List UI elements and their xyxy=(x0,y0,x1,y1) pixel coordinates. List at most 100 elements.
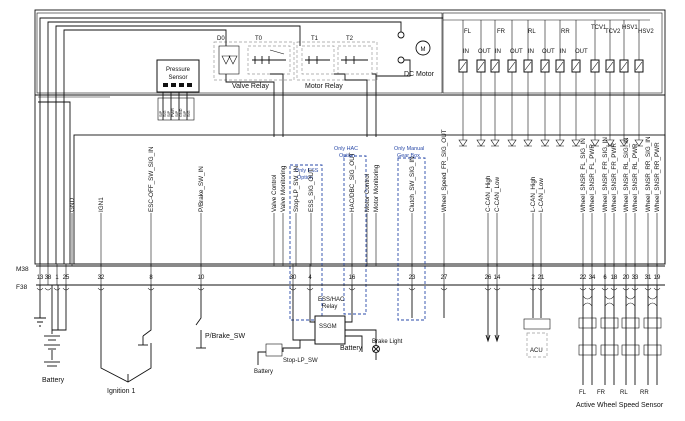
pressure-sensor-label-2: Sensor xyxy=(168,75,187,81)
signal-label-wheel_speed_fr: Wheel_Speed_FR_SIG_OUT xyxy=(441,129,448,212)
pin-number: 21 xyxy=(538,275,545,281)
driver-diode xyxy=(507,139,517,147)
pin-number: 34 xyxy=(589,275,596,281)
d0-label: D0 xyxy=(217,36,225,42)
signal-label-ccan_low: C-CAN_Low xyxy=(494,177,501,212)
wheel-sensor-connector xyxy=(643,344,662,356)
pin-number: 10 xyxy=(198,275,205,281)
option-boxes: Only ESS Option Only HAC Option Only Man… xyxy=(289,146,426,321)
wheel-sensor-connector xyxy=(621,317,640,329)
pin-number: 20 xyxy=(623,275,630,281)
ignition-label: Ignition 1 xyxy=(107,388,136,395)
ess-option-line2: Option xyxy=(297,175,313,181)
manual-option-box xyxy=(397,157,426,321)
pin-number: 33 xyxy=(632,275,639,281)
driver-diode xyxy=(634,139,644,147)
ssgm-label: SSGM xyxy=(319,324,337,330)
signal-label-hac_dbc: HAC/DBC_SIG_OUT xyxy=(349,152,356,212)
hac-option-line2: Option xyxy=(339,153,355,159)
pin-number: 30 xyxy=(290,275,297,281)
driver-diode xyxy=(458,139,468,147)
wheel-sensor-labels: FL FR RL RR Active Wheel Speed Sensor xyxy=(576,390,664,409)
valve-group-fr: FR xyxy=(497,29,506,35)
signal-label-motor_ctrl: Motor Control xyxy=(364,174,371,212)
acu-label: ACU xyxy=(530,348,543,354)
wheel-sensor-connector xyxy=(578,344,597,356)
sensor-pin-1: SIP xyxy=(159,110,163,117)
pin-crimp xyxy=(53,287,61,291)
signal-label-valve_mon: Valve Monitoring xyxy=(280,165,287,212)
valve-relay: D0 T0 Valve Relay xyxy=(213,36,295,90)
top-wiring xyxy=(39,17,443,264)
valve-coils xyxy=(443,19,650,147)
valve-block-frame xyxy=(442,12,663,94)
pin-number: 6 xyxy=(603,275,607,281)
battery-left: Battery xyxy=(34,285,67,384)
driver-diode xyxy=(571,139,581,147)
valve-io-in: IN xyxy=(463,49,469,55)
ecu-inner-block xyxy=(73,134,666,265)
pbrake-sw-label: P/Brake_SW xyxy=(205,333,245,340)
valve-io-out: OUT xyxy=(478,49,491,55)
sensor-pin-3: SIP xyxy=(175,110,179,117)
battery-left-label: Battery xyxy=(42,377,65,384)
signal-label-ign1: IGN1 xyxy=(98,197,105,212)
driver-diode xyxy=(605,139,615,147)
ess-hac-relay-line1: ESS/HAC xyxy=(318,297,345,303)
battery-mid-label: Battery xyxy=(254,369,273,375)
brake-light-label: Brake Light xyxy=(372,339,403,345)
clutch-switch-wire xyxy=(411,285,445,318)
hsv1-label: HSV1 xyxy=(622,25,638,31)
pin-number: 2 xyxy=(531,275,535,281)
signal-label-ccan_high: C-CAN_High xyxy=(485,175,492,212)
driver-diode xyxy=(619,139,629,147)
wheel-label-rl: RL xyxy=(620,390,628,396)
pin-number: 26 xyxy=(485,275,492,281)
stop-lp-sw-label: Stop-LP_SW xyxy=(283,358,318,364)
dc-motor-label: DC Motor xyxy=(404,71,435,78)
motor-relay-label: Motor Relay xyxy=(305,83,343,90)
pin-number: 8 xyxy=(149,275,153,281)
signal-label-stop_lp: Stop-LP_SW_IN xyxy=(293,165,300,212)
sensor-pin-4: SIP xyxy=(183,110,187,117)
hcu-section-frame xyxy=(36,12,443,94)
signal-label-rl_pwr: Wheel_SNSR_RL_PWR xyxy=(632,143,639,212)
signal-label-clutch: Clutch_SW_SIG_IN xyxy=(409,156,416,212)
wheel-sensor-connector xyxy=(578,317,597,329)
pin-number: 23 xyxy=(409,275,416,281)
driver-diode xyxy=(490,139,500,147)
pin-number: 18 xyxy=(611,275,618,281)
sensor-pin-3b: GND xyxy=(179,108,183,117)
pin-number: 32 xyxy=(98,275,105,281)
signal-label-fr_sig: Wheel_SNSR_FR_SIG_IN xyxy=(602,137,609,212)
signal-label-gnd: GND xyxy=(69,198,76,212)
driver-diode xyxy=(555,139,565,147)
driver-diode xyxy=(540,139,550,147)
ecu-internal xyxy=(38,96,666,265)
wheel-sensor-connector xyxy=(600,344,619,356)
ess-hac-relay-line2: Relay xyxy=(322,304,337,310)
module-outer-frame xyxy=(34,9,666,265)
wheel-label-fr: FR xyxy=(597,390,606,396)
wheel-sensor-connector xyxy=(643,317,662,329)
hsv2-label: HSV2 xyxy=(638,29,654,35)
valve-relay-label: Valve Relay xyxy=(232,83,269,90)
sensor-pin-labels: SIP SIP SIP SIP SIG PWR GND SIG xyxy=(157,92,195,121)
valve-group-fl: FL xyxy=(464,29,472,35)
sensor-title: Active Wheel Speed Sensor xyxy=(576,402,664,409)
tcv2-label: TCV2 xyxy=(605,29,621,35)
pin-number: 25 xyxy=(63,275,70,281)
t1-label: T1 xyxy=(311,36,319,42)
signal-label-esc_off: ESC-OFF_SW_SIG_IN xyxy=(148,146,155,212)
valve-group-rr: RR xyxy=(561,29,570,35)
valve-io-out: OUT xyxy=(510,49,523,55)
connector-m38: M38 xyxy=(16,266,29,273)
wheel-sensor-connector xyxy=(600,317,619,329)
signal-label-rr_pwr: Wheel_SNSR_RR_PWR xyxy=(654,142,661,212)
signal-label-fl_sig: Wheel_SNSR_FL_SIG_IN xyxy=(580,138,587,212)
pin-number: 38 xyxy=(45,275,52,281)
ess-option-box xyxy=(289,164,323,321)
signal-label-pbrake: P/Brake_SW_IN xyxy=(198,166,205,212)
c-can-bus xyxy=(485,285,500,343)
pin-number: 14 xyxy=(494,275,501,281)
